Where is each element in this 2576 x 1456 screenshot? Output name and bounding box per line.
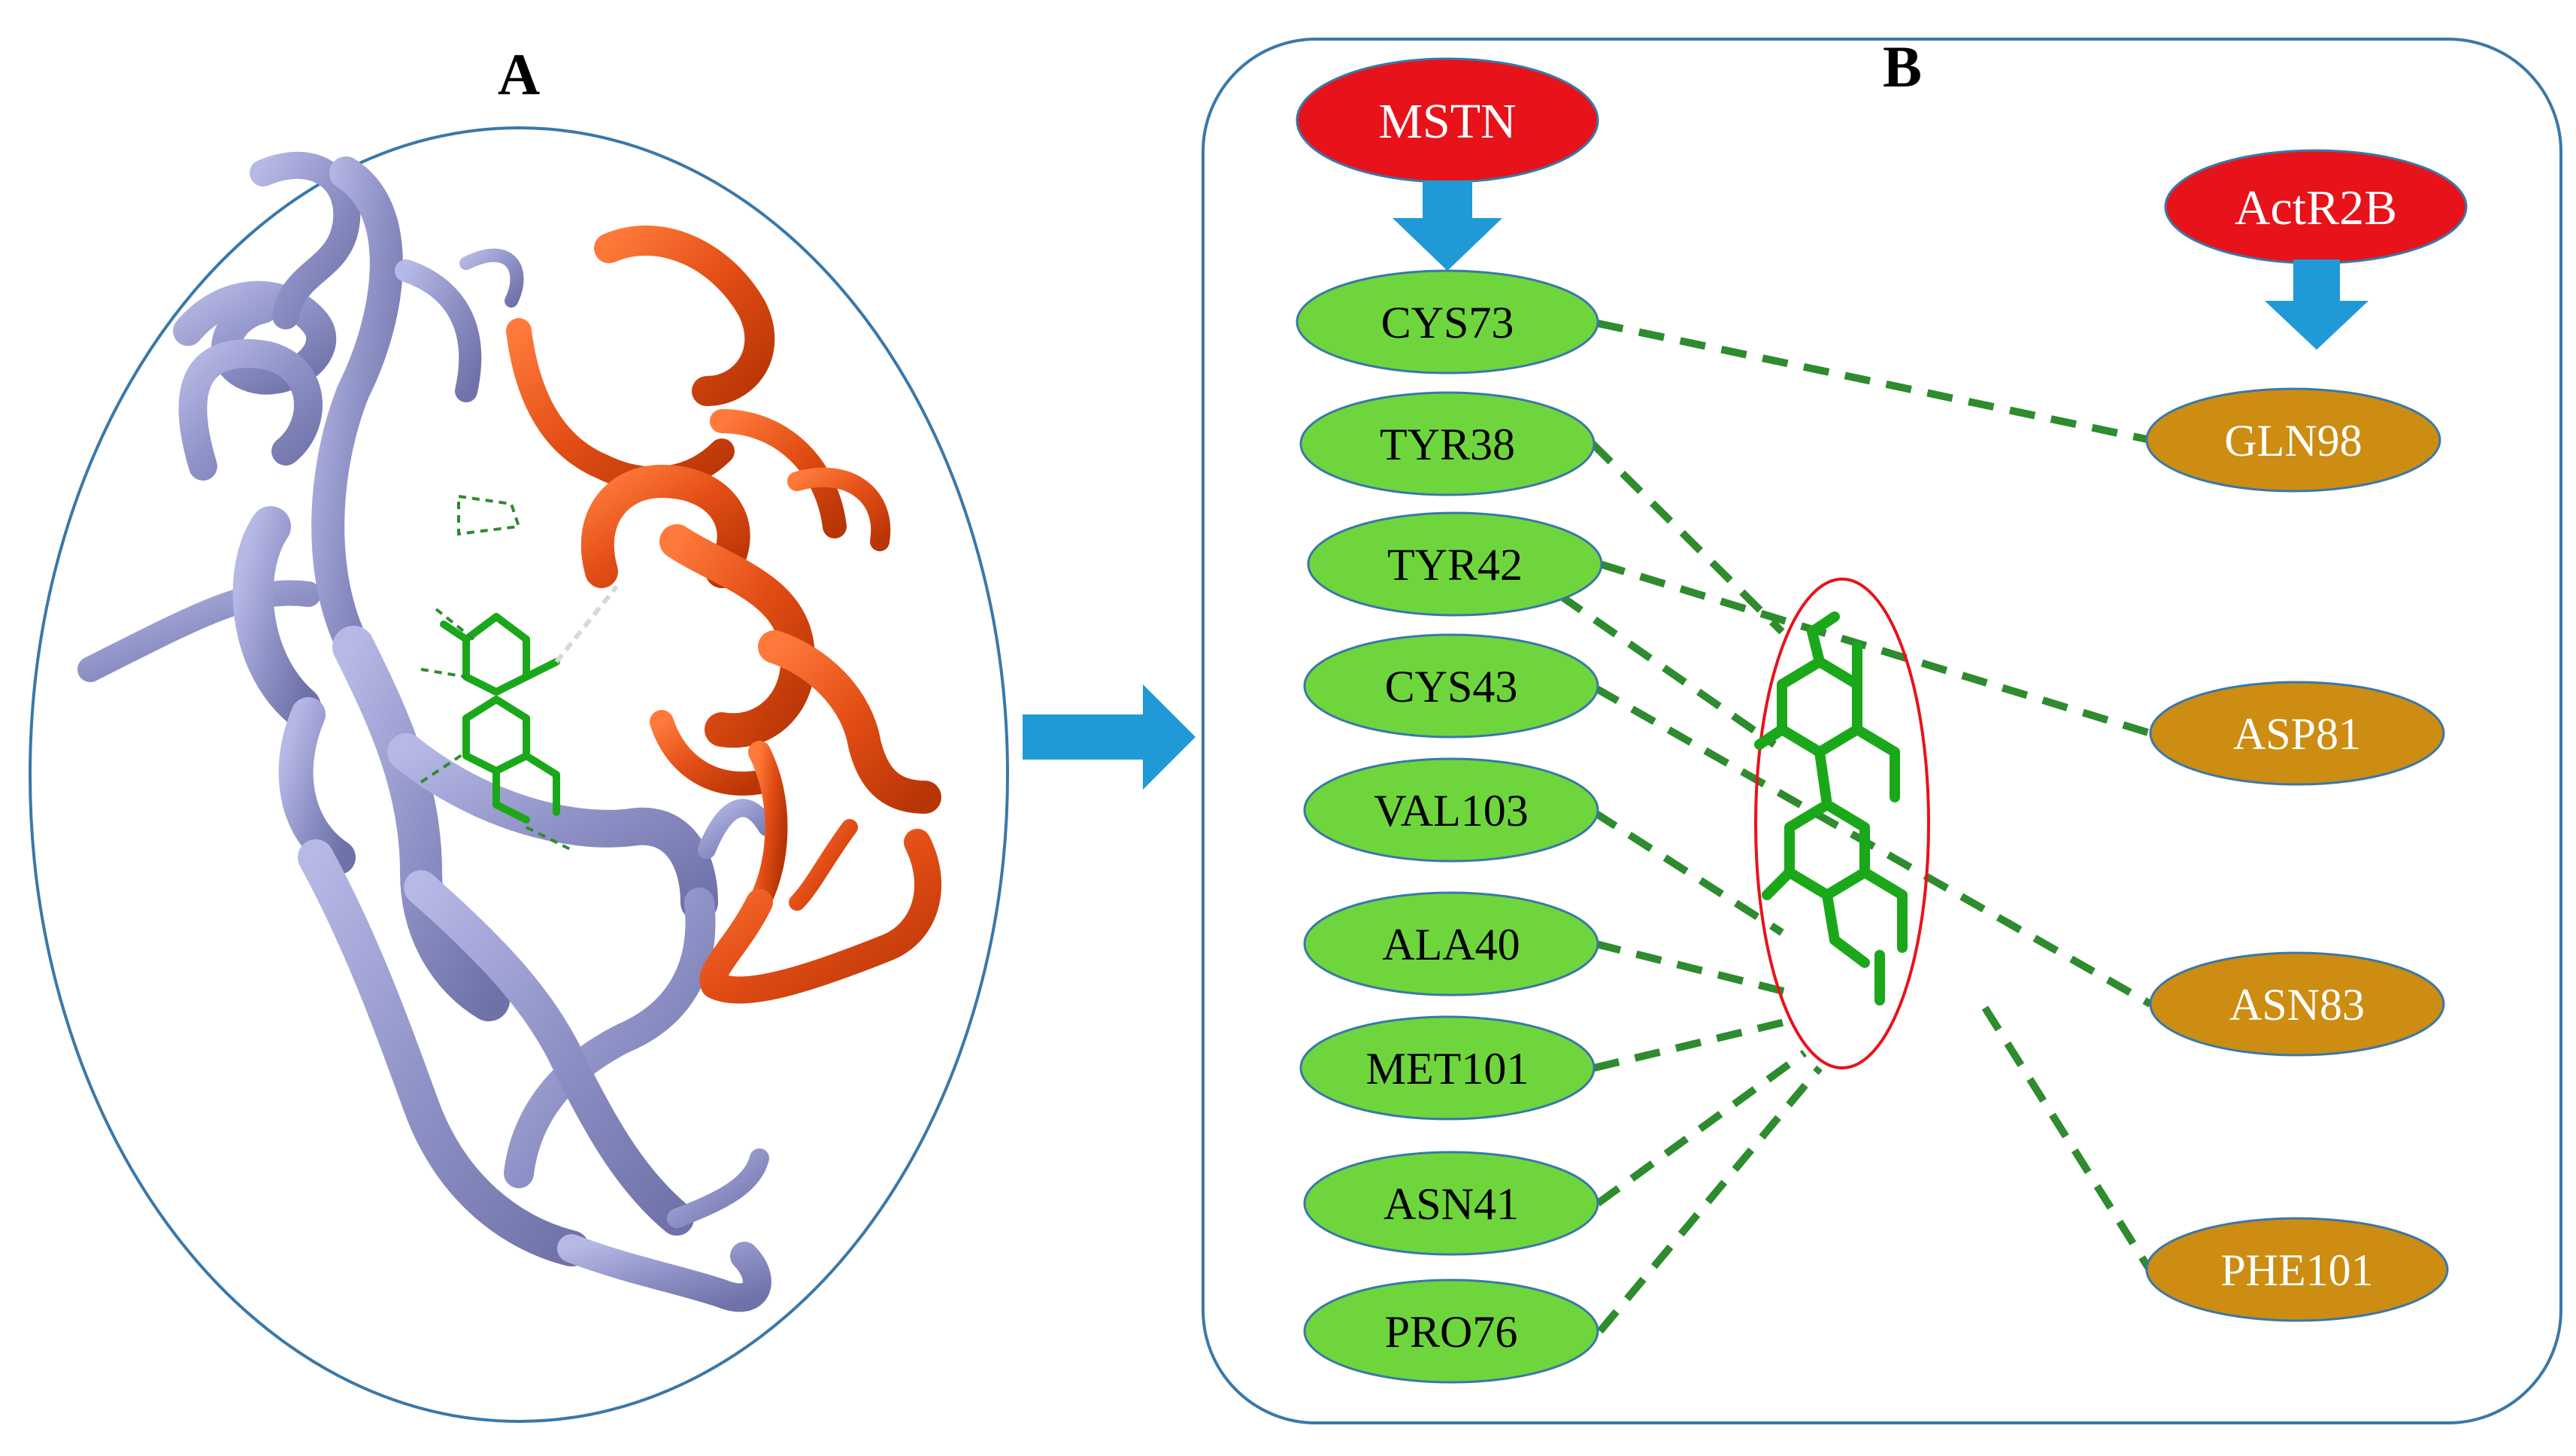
link-ala40-ligand: [1594, 940, 1791, 996]
panel-a-label: A: [498, 41, 540, 107]
mstn-header-label: MSTN: [1378, 94, 1516, 149]
link-ligand-phe101: [1981, 1006, 2154, 1273]
panel-b: B: [1202, 34, 2562, 1424]
actr2b-header-label: ActR2B: [2235, 180, 2397, 235]
panel-a-frame: [29, 126, 1009, 1423]
mstn-residue-label: ALA40: [1382, 920, 1520, 969]
actr2b-residue-label: ASP81: [2233, 709, 2361, 759]
mstn-residue-label: CYS73: [1381, 298, 1514, 347]
link-val103-ligand: [1592, 808, 1784, 936]
mstn-residue-label: ASN41: [1383, 1179, 1519, 1229]
link-cys73-gln98: [1596, 320, 2152, 444]
right-arrow-icon: [1023, 684, 1196, 790]
mstn-residue-node: TYR38: [1299, 391, 1596, 496]
mstn-residue-label: TYR42: [1387, 540, 1523, 590]
actr2b-header: ActR2B: [2164, 149, 2468, 265]
link-met101-ligand: [1593, 1015, 1799, 1072]
panel-b-frame: [1202, 38, 2562, 1424]
actr2b-residue-list: GLN98 ASP81 ASN83 PHE101: [2145, 387, 2449, 1322]
mstn-header: MSTN: [1296, 57, 1599, 184]
interaction-lines: [1558, 320, 2154, 1334]
actr2b-residue-label: ASN83: [2229, 980, 2365, 1030]
actr2b-residue-node: GLN98: [2145, 387, 2441, 493]
mstn-residue-node: TYR42: [1307, 511, 1603, 617]
link-tyr42-ligand: [1558, 592, 1777, 748]
mstn-residue-node: VAL103: [1303, 757, 1599, 863]
mstn-residue-label: VAL103: [1374, 786, 1529, 836]
link-tyr38-ligand: [1590, 441, 1785, 635]
ligand-contact-dashes: [420, 494, 572, 851]
mstn-residue-list: CYS73 TYR38 TYR42 CYS43 VAL103 ALA40: [1296, 269, 1603, 1384]
mstn-residue-node: CYS73: [1296, 269, 1599, 375]
mstn-residue-label: CYS43: [1385, 662, 1518, 711]
mstn-residue-label: PRO76: [1385, 1307, 1518, 1357]
panel-b-label: B: [1883, 34, 1922, 99]
docked-ligand-a: [440, 613, 560, 824]
actr2b-residue-node: ASP81: [2149, 681, 2445, 786]
mstn-residue-node: ALA40: [1303, 891, 1599, 996]
mstn-protein-ribbon: [77, 151, 776, 1312]
actr2b-protein-ribbon: [506, 226, 941, 1004]
link-asn41-ligand: [1596, 1049, 1807, 1207]
actr2b-down-arrow-icon: [2265, 259, 2368, 350]
mstn-residue-node: MET101: [1299, 1015, 1596, 1121]
link-tyr42-asp81: [1599, 560, 2152, 737]
mstn-residue-label: TYR38: [1380, 420, 1515, 469]
mstn-residue-label: MET101: [1366, 1044, 1529, 1094]
ligand-ring: [1754, 578, 1930, 1069]
actr2b-residue-node: ASN83: [2149, 951, 2445, 1057]
panel-a: A: [29, 41, 1009, 1423]
actr2b-residue-label: GLN98: [2224, 416, 2362, 466]
ligand-hbond-dash: [554, 585, 619, 663]
actr2b-residue-node: PHE101: [2145, 1217, 2449, 1322]
mstn-residue-node: CYS43: [1303, 633, 1599, 739]
protein-ribbon-structure: [77, 151, 941, 1312]
link-cys43-asn83: [1593, 684, 2153, 1008]
mstn-residue-node: ASN41: [1303, 1151, 1599, 1256]
actr2b-residue-label: PHE101: [2220, 1245, 2373, 1295]
mstn-down-arrow-icon: [1393, 180, 1502, 271]
mstn-residue-node: PRO76: [1303, 1279, 1599, 1384]
link-pro76-ligand: [1597, 1065, 1823, 1334]
ligand-stick-icon: [1754, 611, 1908, 1006]
